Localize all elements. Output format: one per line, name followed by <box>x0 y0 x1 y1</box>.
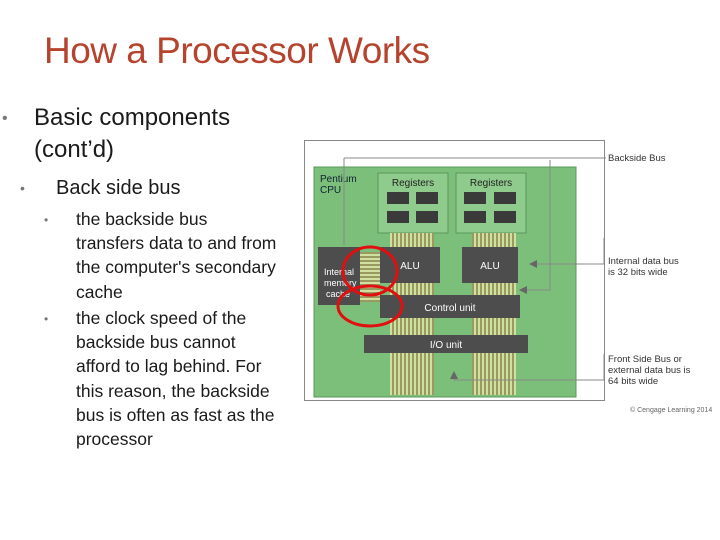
register-cell <box>494 211 516 223</box>
bullet-level-3: • the backside bus transfers data to and… <box>44 207 278 304</box>
internal-bus-label-line2: is 32 bits wide <box>608 267 668 278</box>
highlight-circle <box>341 245 399 297</box>
registers-left-label: Registers <box>392 178 434 189</box>
cpu-diagram: Pentium CPU Registers Registers Internal… <box>304 140 714 420</box>
callout-arrow-backside <box>519 160 551 294</box>
register-cell <box>494 192 516 204</box>
bullet-level-2: • Back side bus <box>20 174 181 202</box>
register-cell <box>387 192 409 204</box>
registers-right-label: Registers <box>470 178 512 189</box>
io-unit-label: I/O unit <box>430 340 462 351</box>
bus-pins <box>390 350 434 395</box>
register-cell <box>387 211 409 223</box>
register-cell <box>464 192 486 204</box>
bus-pins <box>360 252 380 302</box>
copyright-text: © Cengage Learning 2014 <box>630 406 712 414</box>
bus-pins <box>390 283 434 295</box>
highlight-circle <box>336 284 404 328</box>
bus-pins <box>472 233 516 247</box>
alu-right-label: ALU <box>480 261 499 272</box>
cpu-diagram-svg: Pentium CPU Registers Registers Internal… <box>304 140 712 414</box>
bullet-dot: • <box>44 312 49 326</box>
cache-block <box>318 247 360 305</box>
bullet-level-3: • the clock speed of the backside bus ca… <box>44 306 278 451</box>
bullet-text: the clock speed of the backside bus cann… <box>76 308 275 450</box>
bullet-dot: • <box>2 110 8 127</box>
bullet-text: the backside bus transfers data to and f… <box>76 209 277 302</box>
internal-bus-label-line1: Internal data bus <box>608 256 679 267</box>
bus-pins <box>390 233 434 247</box>
slide-title: How a Processor Works <box>44 30 430 71</box>
front-bus-label-line3: 64 bits wide <box>608 376 658 387</box>
register-cell <box>416 192 438 204</box>
front-bus-label-line2: external data bus is <box>608 365 691 376</box>
bullet-text: Back side bus <box>56 177 181 199</box>
bus-pins <box>472 283 516 295</box>
control-unit-label: Control unit <box>424 303 475 314</box>
bullet-level-1: • Basic components (cont’d) <box>2 102 288 166</box>
backside-bus-label: Backside Bus <box>608 153 666 164</box>
cpu-label-line2: CPU <box>320 185 341 196</box>
control-unit-block <box>380 295 520 318</box>
register-cell <box>464 211 486 223</box>
cpu-label-line1: Pentium <box>320 174 357 185</box>
cache-label-line3: cache <box>326 289 350 299</box>
bus-pins <box>472 318 516 335</box>
cache-label-line2: memory <box>324 278 357 288</box>
bullet-dot: • <box>20 180 25 196</box>
alu-right-block <box>462 247 518 283</box>
cache-label-line1: Internal <box>324 267 354 277</box>
register-cell <box>416 211 438 223</box>
bus-pins <box>472 350 516 395</box>
callout-arrow-internal-bus <box>529 238 605 268</box>
front-bus-label-line1: Front Side Bus or <box>608 354 682 365</box>
io-unit-block <box>364 335 528 353</box>
alu-left-label: ALU <box>400 261 419 272</box>
callout-arrow-front-bus <box>450 354 605 381</box>
bus-pins <box>390 318 434 335</box>
bullet-text: Basic components (cont’d) <box>34 104 231 163</box>
bullet-dot: • <box>44 213 49 227</box>
